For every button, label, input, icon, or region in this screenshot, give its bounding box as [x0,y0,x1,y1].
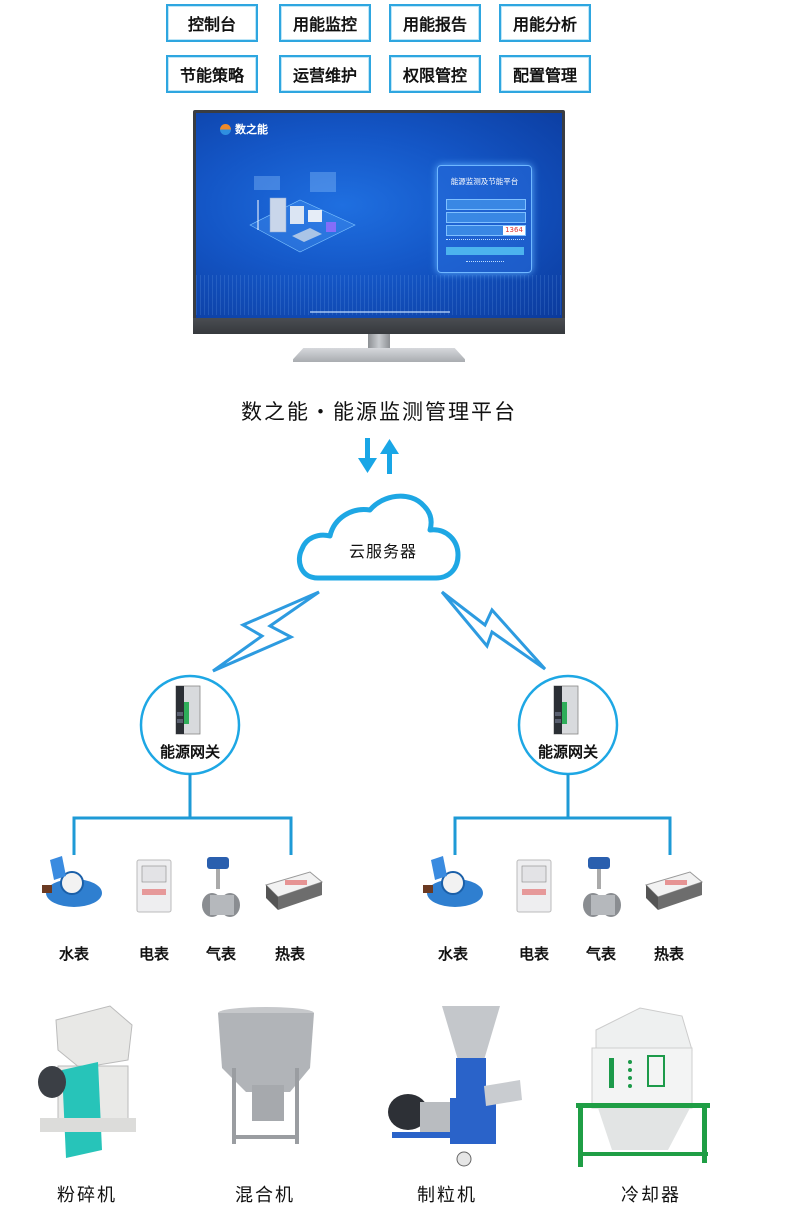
heat-meter-icon [265,871,324,910]
captcha-field[interactable]: 1364 [446,225,526,236]
illustration-building-3 [308,210,322,222]
pellet-mill-icon [388,1006,522,1167]
captcha-image[interactable]: 1364 [503,226,525,235]
mixer-icon [218,1007,314,1144]
module-button-energy-monitoring[interactable]: 用能监控 [279,4,371,42]
gateway-label-left: 能源网关 [159,743,220,761]
meter-label: 水表 [58,945,89,963]
login-footer-link[interactable] [466,261,504,265]
smart-city-illustration [249,172,356,253]
solar-panel-icon [292,228,322,242]
water-meter-icon [423,856,483,907]
machine-label: 混合机 [235,1185,295,1206]
monitor-stand-neck [368,334,390,352]
screen-footer-text [310,311,450,313]
username-field[interactable] [446,199,526,210]
electric-meter-icon [516,859,552,913]
gas-meter-icon [583,857,621,917]
connector-left [72,774,293,855]
meter-label: 热表 [274,945,305,963]
remember-row[interactable] [446,239,524,243]
arrow-down-head [358,458,377,473]
meter-label: 电表 [518,945,549,963]
login-title: 能源监测及节能平台 [450,177,519,186]
illustration-chart-panel-2 [310,172,336,192]
illustration-building [269,197,287,233]
meter-label: 气表 [205,945,236,963]
monitor-stand-base [293,348,465,362]
logo-text: 数之能 [235,123,268,136]
cloud-icon [296,493,461,581]
arrow-up-shaft [387,452,392,474]
machine-label: 冷却器 [621,1185,681,1206]
logo-badge-icon [220,123,231,135]
machine-label: 粉碎机 [57,1185,117,1206]
module-button-energy-strategy[interactable]: 节能策略 [166,55,258,93]
electric-meter-icon [136,859,172,913]
module-button-energy-analysis[interactable]: 用能分析 [499,4,591,42]
cloud-server-label: 云服务器 [348,542,417,561]
screen-wave-pattern [196,275,562,315]
arrow-up-head [380,439,399,454]
machine-label: 制粒机 [417,1185,477,1206]
gateway-label-right: 能源网关 [537,743,598,761]
meter-label: 电表 [138,945,169,963]
cooler-icon [576,1007,710,1167]
platform-title: 数之能・能源监测管理平台 [241,400,517,424]
wireless-link-right-icon [440,590,547,671]
screen-logo: 数之能 [220,121,268,137]
gateway-device-left-icon [175,685,201,735]
login-card: 能源监测及节能平台 1364 [437,165,532,273]
arrow-down-shaft [365,438,370,460]
meter-label: 气表 [585,945,616,963]
module-button-operations[interactable]: 运营维护 [279,55,371,93]
monitor-chin [193,318,565,334]
sync-arrows-icon [358,438,399,474]
gateway-device-right-icon [553,685,579,735]
module-button-configuration[interactable]: 配置管理 [499,55,591,93]
water-meter-icon [42,856,102,907]
crusher-icon [38,1005,136,1158]
illustration-chart-panel [254,176,280,190]
module-button-console[interactable]: 控制台 [166,4,258,42]
meter-label: 热表 [653,945,684,963]
password-field[interactable] [446,212,526,223]
module-button-energy-report[interactable]: 用能报告 [389,4,481,42]
illustration-cube [326,222,336,232]
illustration-building-2 [290,206,304,224]
connector-right [453,774,672,855]
module-button-permissions[interactable]: 权限管控 [389,55,481,93]
meter-label: 水表 [437,945,468,963]
heat-meter-icon [645,871,704,910]
wireless-link-left-icon [212,590,320,673]
gas-meter-icon [202,857,240,917]
login-button[interactable] [446,247,524,255]
connector-lines [72,774,672,855]
